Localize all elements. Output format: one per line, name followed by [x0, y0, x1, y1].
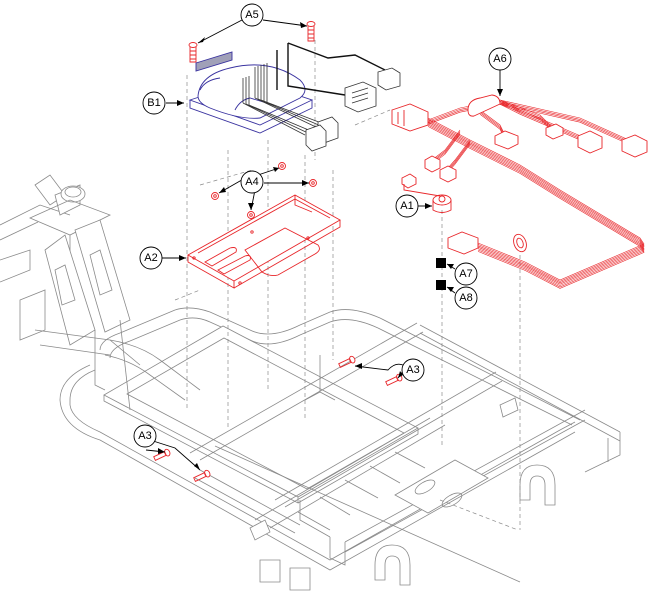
label-strip [195, 51, 233, 72]
axle-clamp-front [374, 544, 411, 586]
callout-a7: A7 [454, 262, 478, 286]
controller-b1 [188, 51, 314, 134]
callout-a6: A6 [488, 47, 512, 71]
harness-wire [447, 142, 471, 171]
harness-wire [499, 101, 554, 130]
harness-wire [427, 120, 645, 284]
nut-icon [247, 211, 255, 219]
svg-text:A3: A3 [406, 364, 419, 376]
harness-wire [499, 102, 591, 144]
bracket-screws-a3 [153, 355, 403, 482]
mounting-bracket-a2 [187, 194, 341, 289]
callout-a4: A4 [240, 170, 264, 194]
harness-wire [427, 124, 645, 288]
harness-wire [427, 123, 645, 286]
svg-text:A2: A2 [144, 252, 157, 264]
nuts-a4 [211, 162, 317, 219]
harness-wire [427, 121, 645, 285]
screw-icon [306, 21, 316, 42]
svg-text:A8: A8 [459, 292, 472, 304]
screw-icon [188, 42, 198, 63]
callout-a5: A5 [240, 3, 264, 27]
spacer-block-a8 [436, 280, 446, 290]
wiring-harness-a6 [391, 94, 648, 289]
harness-wire [427, 117, 645, 281]
nut-icon [278, 162, 286, 170]
controller-screws-a5 [188, 21, 316, 63]
callout-a2: A2 [139, 246, 163, 270]
svg-text:A5: A5 [245, 9, 258, 21]
harness-wire [499, 99, 554, 129]
nut-icon [309, 179, 317, 187]
callout-b1: B1 [142, 91, 166, 115]
screw-icon [338, 355, 356, 368]
callout-a3-left: A3 [133, 424, 157, 448]
callout-a3-right: A3 [401, 358, 425, 382]
nut-icon [211, 192, 219, 200]
base-frame [59, 307, 621, 591]
harness-wire [427, 126, 645, 289]
harness-wire [499, 103, 591, 145]
harness-wire [427, 119, 645, 282]
svg-text:A4: A4 [245, 176, 258, 188]
axle-clamp-rear [519, 464, 556, 506]
callout-a1: A1 [395, 194, 419, 218]
harness-wire [431, 129, 461, 161]
svg-text:B1: B1 [147, 97, 160, 109]
controller-cables [242, 42, 401, 152]
svg-text:A6: A6 [493, 53, 506, 65]
svg-text:A7: A7 [459, 268, 472, 280]
callout-a8: A8 [454, 286, 478, 310]
screw-icon [153, 448, 171, 461]
spacer-block-a7 [436, 258, 446, 268]
buzzer-a1 [432, 194, 452, 213]
svg-text:A3: A3 [138, 430, 151, 442]
screw-icon [193, 469, 211, 482]
harness-wire [427, 99, 641, 146]
harness-wire [447, 139, 471, 169]
steering-console-frame [0, 174, 201, 411]
svg-text:A1: A1 [400, 200, 413, 212]
